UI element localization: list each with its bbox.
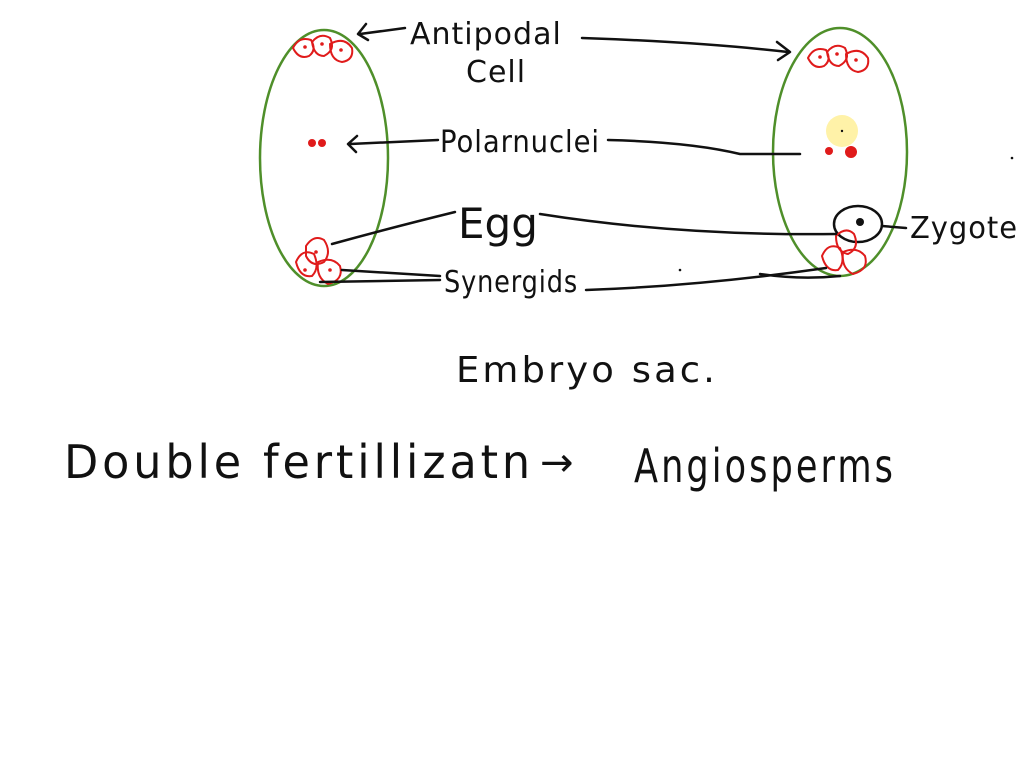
- zygote-cell: [832, 204, 884, 244]
- left-egg-apparatus: [295, 237, 342, 285]
- line-synergids-left-1: [340, 268, 442, 278]
- line-synergids-left-2: [318, 278, 442, 284]
- label-antipodal-cell: Cell: [466, 55, 526, 90]
- left-embryo-sac: [258, 28, 390, 288]
- labels: Antipodal Cell Polarnuclei Egg Synergids…: [410, 17, 1018, 391]
- right-embryo-sac: [771, 26, 909, 278]
- left-polar-nuclei: [308, 139, 326, 147]
- right-synergids: [821, 229, 867, 275]
- arrow-to-left-antipodal: [356, 22, 407, 42]
- left-antipodal-cells: [292, 34, 354, 63]
- label-synergids: Synergids: [444, 265, 578, 300]
- line-synergids-right-1: [584, 266, 828, 292]
- right-polar-nuclei: [825, 115, 858, 158]
- connector-lines: [318, 22, 1014, 292]
- arrow-to-left-polar: [346, 134, 440, 154]
- note-left-text: Double fertillizatn: [64, 435, 534, 489]
- label-antipodal: Antipodal: [410, 17, 562, 52]
- line-egg-left: [330, 210, 457, 246]
- note-double-fertilization: Double fertillizatn → Angiosperms: [64, 435, 896, 493]
- label-egg: Egg: [458, 199, 538, 248]
- label-polar-nuclei: Polarnuclei: [440, 125, 600, 160]
- line-synergids-right-2: [758, 272, 842, 279]
- label-zygote: Zygote: [910, 211, 1018, 246]
- left-sac-outline: [258, 28, 390, 288]
- line-to-zygote: [880, 224, 908, 230]
- line-to-right-polar: [606, 138, 802, 156]
- arrow-to-right-antipodal: [580, 36, 792, 62]
- caption-embryo-sac: Embryo sac.: [456, 350, 718, 391]
- line-egg-right: [538, 212, 838, 236]
- note-right-text: Angiosperms: [634, 439, 896, 493]
- note-arrow: →: [540, 440, 574, 486]
- right-antipodal-cells: [807, 44, 870, 73]
